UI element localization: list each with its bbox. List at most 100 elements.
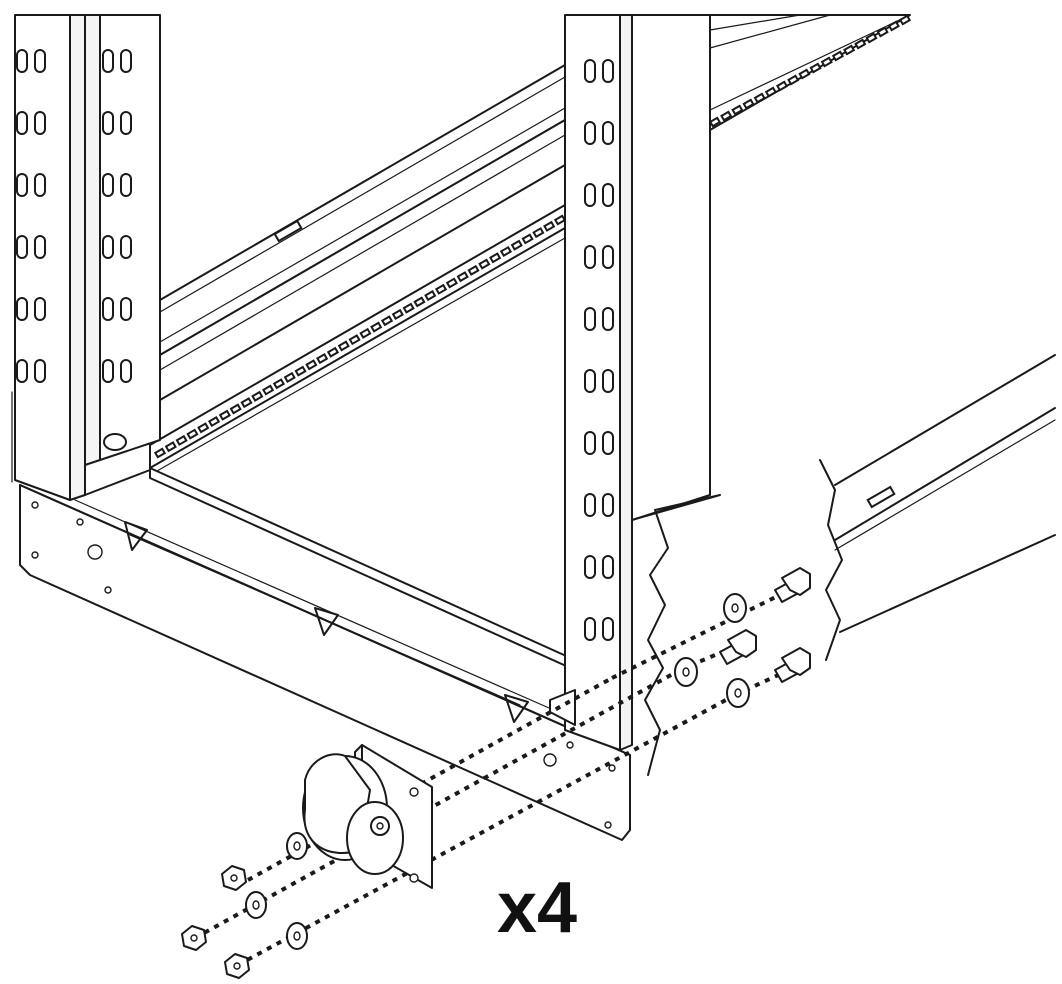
- mounting-slot: [120, 235, 132, 259]
- mounting-slot: [584, 555, 596, 579]
- mounting-slot: [584, 121, 596, 145]
- rail-hole: [456, 271, 469, 283]
- rail-hole: [445, 277, 458, 289]
- washer: [723, 593, 747, 623]
- mounting-slot: [584, 183, 596, 207]
- break-lines: [631, 354, 1056, 776]
- mounting-slot: [102, 49, 114, 73]
- rail-hole: [532, 227, 545, 239]
- mounting-slot: [602, 245, 614, 269]
- mounting-slot: [602, 555, 614, 579]
- mounting-slot: [16, 111, 28, 135]
- rail-hole: [197, 422, 210, 434]
- mounting-slot: [584, 59, 596, 83]
- rail-hole: [240, 397, 253, 409]
- hex-bolt: [774, 647, 811, 683]
- rail-hole: [348, 334, 361, 346]
- mounting-slot: [120, 297, 132, 321]
- hex-nut: [181, 925, 207, 951]
- mounting-slot: [602, 431, 614, 455]
- mounting-slot: [584, 431, 596, 455]
- rail-hole: [887, 20, 900, 32]
- rail-hole: [843, 44, 856, 56]
- mounting-slot: [34, 235, 46, 259]
- rail-hole: [251, 390, 264, 402]
- washer: [245, 891, 267, 919]
- rail-hole: [820, 56, 833, 68]
- mounting-slot: [102, 359, 114, 383]
- rail-hole: [272, 378, 285, 390]
- rail-hole: [283, 371, 296, 383]
- rail-hole: [153, 447, 167, 459]
- rail-hole: [898, 14, 912, 26]
- mounting-slot: [34, 173, 46, 197]
- right-front-upright: [549, 14, 711, 751]
- rail-hole: [229, 403, 242, 415]
- rail-hole: [218, 409, 231, 421]
- mounting-slot: [602, 617, 614, 641]
- mounting-slot: [102, 111, 114, 135]
- rail-hole: [326, 346, 340, 358]
- rail-hole: [262, 384, 275, 396]
- hex-nut: [224, 953, 250, 979]
- right-upright-slots: [584, 59, 614, 641]
- mounting-slot: [34, 49, 46, 73]
- mounting-slot: [584, 617, 596, 641]
- rail-hole: [207, 415, 221, 428]
- rail-hole: [370, 321, 383, 333]
- rail-hole: [305, 359, 318, 371]
- mounting-slot: [16, 235, 28, 259]
- washer: [726, 678, 750, 708]
- rail-hole: [742, 98, 755, 110]
- mounting-slot: [120, 359, 132, 383]
- rail-hole: [854, 38, 867, 50]
- rail-hole: [316, 353, 329, 365]
- rail-hole: [391, 308, 404, 320]
- quantity-label: x4: [497, 868, 577, 948]
- rail-hole: [831, 50, 845, 62]
- rail-hole: [720, 110, 733, 122]
- rail-hole: [775, 80, 789, 92]
- rail-hole: [865, 32, 878, 44]
- rail-hole: [708, 116, 722, 128]
- rail-hole: [424, 290, 437, 302]
- washer: [286, 832, 308, 860]
- rail-hole: [380, 315, 394, 327]
- mounting-slot: [584, 307, 596, 331]
- mounting-slot: [602, 307, 614, 331]
- mounting-slot: [16, 173, 28, 197]
- rail-hole: [499, 245, 513, 258]
- mounting-slot: [102, 235, 114, 259]
- mounting-slot: [16, 359, 28, 383]
- mounting-slot: [602, 59, 614, 83]
- rail-hole: [435, 283, 448, 295]
- mounting-slot: [120, 173, 132, 197]
- mounting-slot: [602, 369, 614, 393]
- rail-hole: [510, 239, 523, 251]
- nuts: [181, 865, 250, 979]
- rail-hole: [359, 327, 372, 339]
- rail-hole: [478, 258, 491, 270]
- caster-wheel: [302, 744, 433, 889]
- mounting-slot: [602, 493, 614, 517]
- rail-hole: [764, 86, 777, 98]
- mounting-slot: [120, 111, 132, 135]
- rail-hole: [175, 434, 188, 446]
- base-plate: [19, 484, 631, 841]
- hex-bolt: [719, 629, 757, 665]
- rail-hole: [876, 26, 889, 38]
- mounting-slot: [34, 359, 46, 383]
- rail-hole: [809, 62, 822, 74]
- rail-hole: [798, 68, 811, 80]
- washer: [674, 657, 698, 687]
- rail-hole: [753, 92, 766, 104]
- mounting-slot: [16, 49, 28, 73]
- rail-hole: [402, 302, 415, 314]
- rail-hole: [489, 252, 502, 264]
- rail-hole: [543, 220, 556, 232]
- washer: [286, 922, 308, 950]
- mounting-slot: [102, 297, 114, 321]
- mounting-slot: [584, 493, 596, 517]
- rear-rail-perforations: [708, 14, 912, 128]
